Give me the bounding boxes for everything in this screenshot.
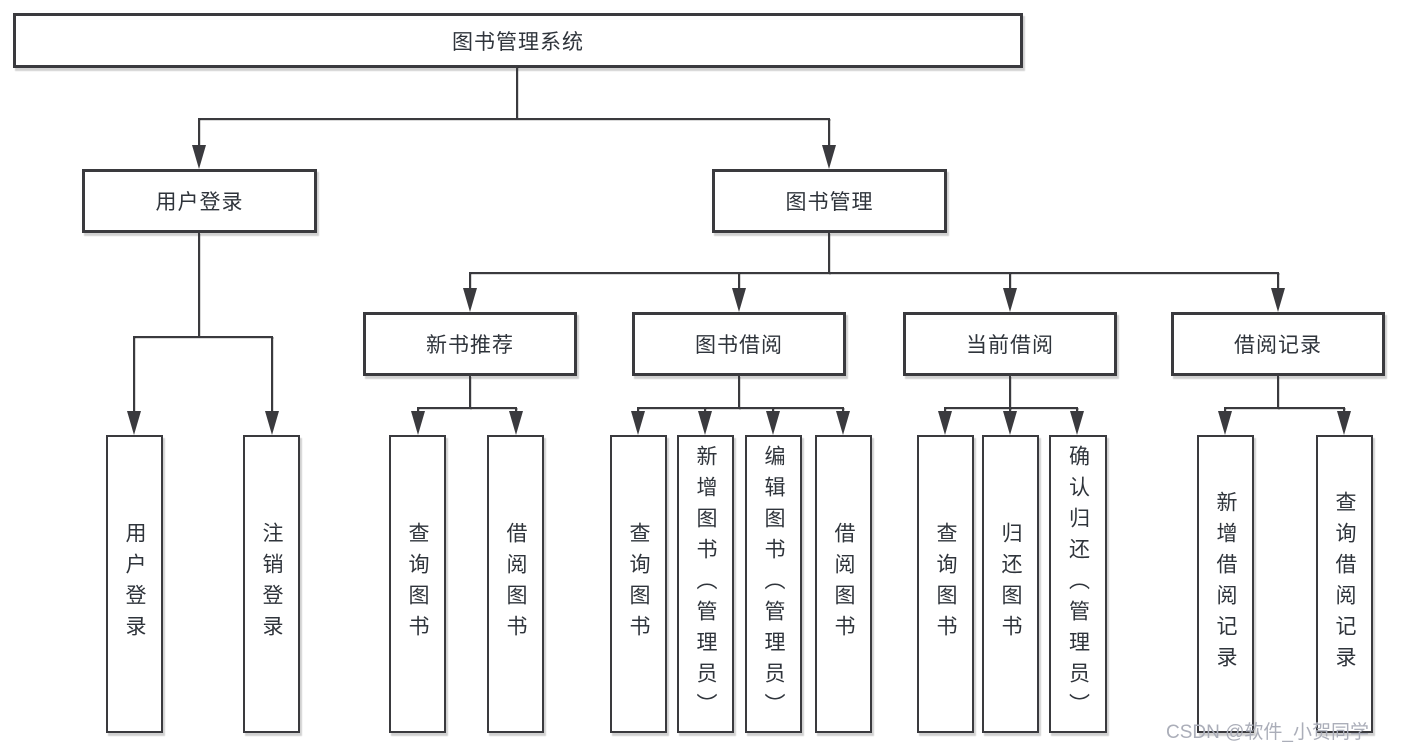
connector-trunk-currentborrow [1009,376,1011,409]
arrowhead-leaf [631,411,645,435]
leaf-confirm-return-admin: 确认归还（管理员） [1049,435,1107,733]
arrowhead-level3 [1271,288,1285,312]
arrowhead-level3 [732,288,746,312]
connector-userlogin-hline [133,336,273,338]
node-book-borrowing: 图书借阅 [632,312,846,376]
leaf-logout: 注销登录 [243,435,300,733]
connector-stem-level3 [1277,272,1279,292]
leaf-query-books-1: 查询图书 [389,435,446,733]
node-root-library-system: 图书管理系统 [13,13,1023,68]
arrowhead-leaf [1337,411,1351,435]
connector-stem-leaf [133,336,135,414]
connector-trunk-borrowrecords [1277,376,1279,409]
arrowhead-leaf [1218,411,1232,435]
leaf-query-books-2: 查询图书 [610,435,667,733]
arrowhead-level3 [1003,288,1017,312]
leaf-borrow-books-1: 借阅图书 [487,435,544,733]
node-new-book-recommend: 新书推荐 [363,312,577,376]
node-borrowing-records: 借阅记录 [1171,312,1385,376]
connector-stem-level3 [738,272,740,292]
arrowhead-leaf [836,411,850,435]
arrowhead-leaf [127,411,141,435]
arrowhead-leaf [1003,411,1017,435]
arrowhead-level3 [463,288,477,312]
leaf-borrow-books-2: 借阅图书 [815,435,872,733]
arrowhead-leaf [698,411,712,435]
connector-hline-newbooks [417,407,517,409]
arrowhead-leaf [938,411,952,435]
connector-stem-level3 [1009,272,1011,292]
arrowhead-leaf [411,411,425,435]
node-book-management: 图书管理 [712,169,947,233]
connector-level3-hline [469,272,1279,274]
connector-trunk-bookborrow [738,376,740,409]
connector-hline-currentborrow [944,407,1078,409]
connector-hline-borrowrecords [1224,407,1345,409]
connector-stem-leaf [271,336,273,414]
arrowhead-leaf [509,411,523,435]
arrowhead-leaf [766,411,780,435]
leaf-query-borrow-record: 查询借阅记录 [1316,435,1373,733]
connector-stem-level3 [469,272,471,292]
arrowhead-leaf [265,411,279,435]
leaf-add-borrow-record: 新增借阅记录 [1197,435,1254,733]
leaf-add-books-admin: 新增图书（管理员） [677,435,734,733]
arrowhead-user-login [192,145,206,169]
node-current-borrowing: 当前借阅 [903,312,1117,376]
csdn-watermark: CSDN @软件_小贺同学 [1166,722,1369,743]
connector-stem-user-login [198,118,200,148]
connector-stem-book-mgmt [828,118,830,148]
leaf-edit-books-admin: 编辑图书（管理员） [745,435,802,733]
leaf-query-books-3: 查询图书 [917,435,974,733]
node-user-login: 用户登录 [82,169,317,233]
arrowhead-book-mgmt [822,145,836,169]
connector-hline-bookborrow [637,407,844,409]
connector-bookmgmt-trunk [828,233,830,274]
arrowhead-leaf [1070,411,1084,435]
leaf-return-books: 归还图书 [982,435,1039,733]
connector-level1-hline [198,118,830,120]
connector-root-trunk [516,66,518,119]
connector-userlogin-trunk [198,233,200,337]
leaf-user-login: 用户登录 [106,435,163,733]
connector-trunk-newbooks [469,376,471,409]
